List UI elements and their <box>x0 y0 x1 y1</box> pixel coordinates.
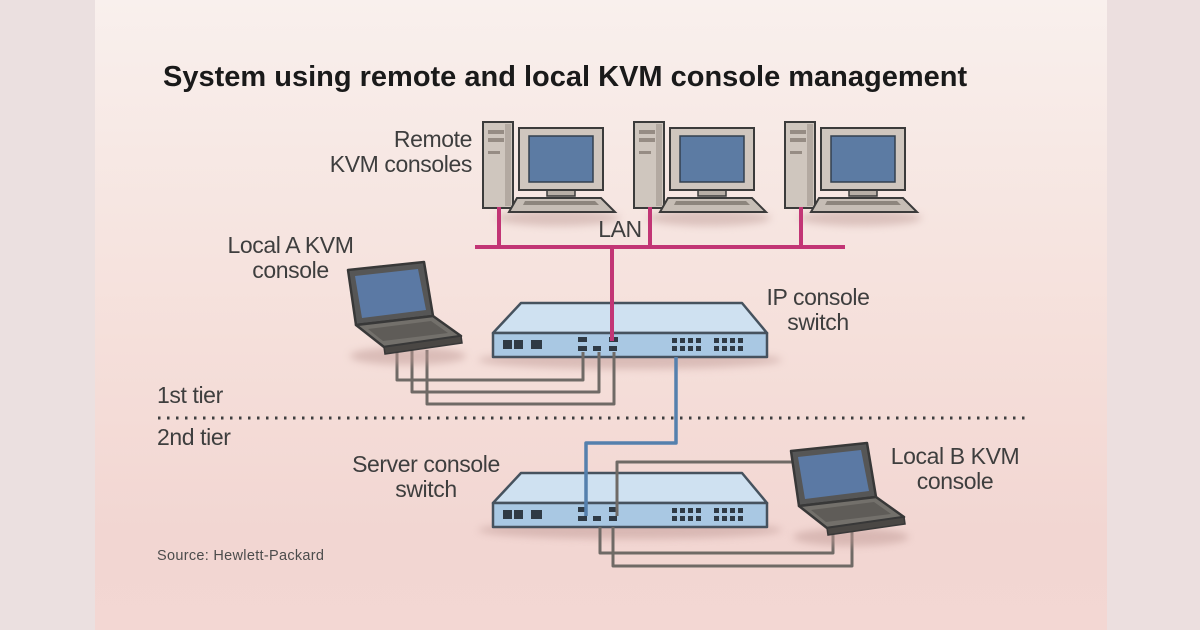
server-console-switch <box>478 473 782 539</box>
laptop-local-a <box>348 262 466 365</box>
lan-bus <box>475 207 845 249</box>
right-margin <box>1107 0 1200 630</box>
ip-console-switch <box>478 303 782 369</box>
desktop-pc-3 <box>785 122 922 226</box>
tier-link-cable <box>584 357 678 516</box>
left-margin <box>0 0 95 630</box>
desktop-pc-2 <box>634 122 771 226</box>
desktop-pc-1 <box>483 122 620 226</box>
laptop-local-b <box>791 443 909 546</box>
